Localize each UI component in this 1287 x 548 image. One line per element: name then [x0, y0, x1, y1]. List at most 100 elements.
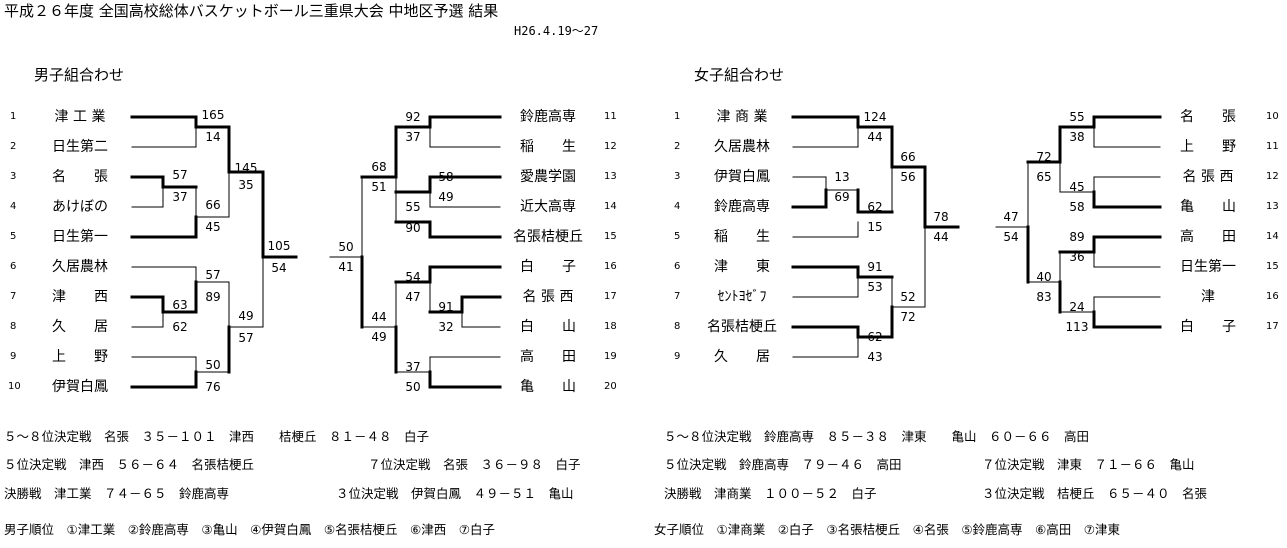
score: 54 [405, 270, 421, 284]
team-name: 日生第二 [52, 139, 108, 155]
score: 40 [1036, 270, 1052, 284]
team-name: 伊賀白鳳 [52, 379, 108, 395]
seed-number: 13 [604, 171, 617, 182]
score: 14 [205, 130, 221, 144]
girls-5th-place-game: ５位決定戦 鈴鹿高専 ７９－４６ 高田 [664, 457, 902, 472]
score: 66 [900, 150, 916, 164]
score: 62 [867, 200, 883, 214]
seed-number: 7 [10, 291, 17, 302]
team-name: 亀 山 [520, 379, 576, 395]
team-name: 津 [1201, 289, 1215, 305]
score: 44 [371, 310, 387, 324]
team-name: あけぼの [52, 199, 108, 215]
score: 38 [1069, 130, 1085, 144]
score: 76 [205, 380, 221, 394]
team-name: 白 山 [520, 319, 576, 335]
score: 58 [438, 170, 454, 184]
score: 52 [900, 290, 916, 304]
score: 91 [867, 260, 883, 274]
girls-placement-5-8: ５～８位決定戦 鈴鹿高専 ８５－３８ 津東 亀山 ６０－６６ 高田 [664, 429, 1090, 444]
score: 66 [205, 198, 221, 212]
seed-number: 17 [1266, 321, 1279, 332]
score: 37 [405, 130, 421, 144]
team-name: 日生第一 [1180, 259, 1236, 275]
team-name: 稲 生 [520, 139, 576, 155]
team-name: 鈴鹿高専 [714, 199, 770, 215]
score: 63 [172, 298, 188, 312]
seed-number: 11 [1266, 141, 1279, 152]
boys-bracket-heading: 男子組合わせ [34, 66, 125, 84]
seed-number: 5 [10, 231, 17, 242]
seed-number: 20 [604, 381, 617, 392]
seed-number: 6 [10, 261, 17, 272]
team-name: 伊賀白鳳 [714, 169, 770, 185]
seed-number: 12 [1266, 171, 1279, 182]
score: 124 [863, 110, 887, 124]
team-name: 亀 山 [1180, 199, 1236, 215]
score: 24 [1069, 300, 1085, 314]
seed-number: 16 [1266, 291, 1279, 302]
score: 69 [834, 190, 850, 204]
seed-number: 10 [1266, 111, 1279, 122]
seed-number: 6 [674, 261, 681, 272]
score: 49 [238, 309, 254, 323]
score: 13 [834, 170, 850, 184]
seed-number: 2 [674, 141, 681, 152]
score: 41 [338, 260, 354, 274]
team-name: 上 野 [52, 349, 108, 365]
seed-number: 8 [674, 321, 681, 332]
seed-number: 4 [10, 201, 17, 212]
seed-number: 15 [1266, 261, 1279, 272]
score: 44 [933, 230, 949, 244]
score: 90 [405, 221, 421, 235]
score: 55 [1069, 110, 1085, 124]
seed-number: 9 [674, 351, 681, 362]
score: 105 [267, 239, 291, 253]
score: 55 [405, 200, 421, 214]
score: 47 [405, 290, 421, 304]
score: 89 [1069, 230, 1085, 244]
team-name: 津 工 業 [54, 109, 106, 125]
team-name: 津 西 [52, 289, 108, 305]
girls-rankings: 女子順位 ①津商業 ②白子 ③名張桔梗丘 ④名張 ⑤鈴鹿高専 ⑥高田 ⑦津東 [654, 522, 1120, 537]
score: 49 [438, 190, 454, 204]
score: 43 [867, 350, 883, 364]
score: 165 [201, 108, 225, 122]
seed-number: 10 [8, 381, 21, 392]
seed-number: 5 [674, 231, 681, 242]
team-name: 上 野 [1180, 139, 1236, 155]
seed-number: 4 [674, 201, 681, 212]
seed-number: 1 [10, 111, 17, 122]
score: 58 [1069, 200, 1085, 214]
score: 36 [1069, 250, 1085, 264]
boys-placement-5-8: ５～８位決定戦 名張 ３５－１０１ 津西 桔梗丘 ８１－４８ 白子 [4, 429, 430, 444]
team-name: 津 商 業 [716, 109, 768, 125]
team-name: 鈴鹿高専 [520, 109, 576, 125]
team-name: 久 居 [714, 349, 770, 365]
seed-number: 7 [674, 291, 681, 302]
score: 51 [371, 180, 387, 194]
team-name: 愛農学園 [520, 169, 576, 185]
seed-number: 12 [604, 141, 617, 152]
score: 89 [205, 290, 221, 304]
score: 32 [438, 320, 454, 334]
team-name: 高 田 [520, 349, 576, 365]
girls-final: 決勝戦 津商業 １００－５２ 白子 [664, 486, 877, 501]
score: 72 [1036, 150, 1052, 164]
team-name: 白 子 [1180, 319, 1236, 335]
score: 62 [172, 320, 188, 334]
seed-number: 3 [674, 171, 681, 182]
score: 37 [405, 360, 421, 374]
score: 92 [405, 110, 421, 124]
score: 47 [1003, 210, 1019, 224]
score: 35 [238, 178, 254, 192]
score: 78 [933, 210, 949, 224]
team-name: 高 田 [1180, 229, 1236, 245]
team-name: 近大高専 [520, 199, 576, 215]
team-name: 名 張 西 [1182, 169, 1234, 185]
seed-number: 13 [1266, 201, 1279, 212]
seed-number: 17 [604, 291, 617, 302]
score: 145 [234, 161, 258, 175]
boys-3rd-place-game: ３位決定戦 伊賀白鳳 ４９－５１ 亀山 [336, 486, 574, 501]
